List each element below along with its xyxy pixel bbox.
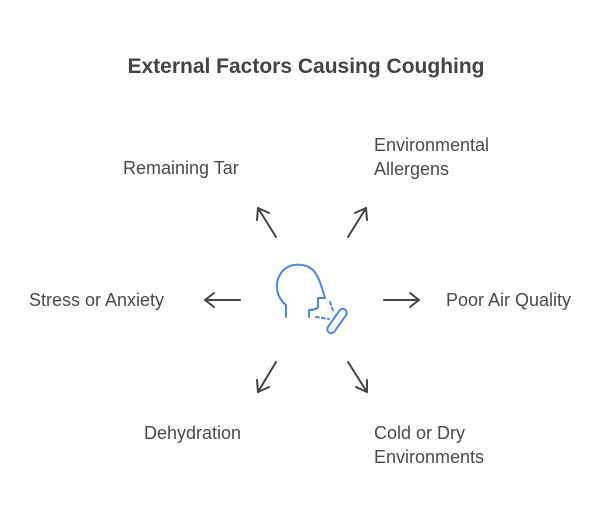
arrow-down-right-icon — [347, 361, 368, 393]
factor-dehydration: Dehydration — [144, 423, 242, 443]
factor-remaining-tar: Remaining Tar — [123, 158, 239, 178]
arrow-up-right-icon — [347, 207, 368, 238]
factor-environmental-allergens: Environmental Allergens — [374, 135, 490, 179]
factor-poor-air-quality: Poor Air Quality — [446, 290, 572, 310]
diagram-title: External Factors Causing Coughing — [127, 55, 485, 78]
coughing-head-icon — [275, 263, 348, 335]
arrow-down-left-icon — [256, 361, 277, 393]
factor-stress-anxiety: Stress or Anxiety — [29, 290, 165, 310]
arrow-up-left-icon — [256, 207, 277, 238]
arrow-right-icon — [383, 292, 420, 308]
factor-cold-dry-environments: Cold or Dry Environments — [374, 423, 485, 467]
arrow-left-icon — [204, 292, 241, 308]
